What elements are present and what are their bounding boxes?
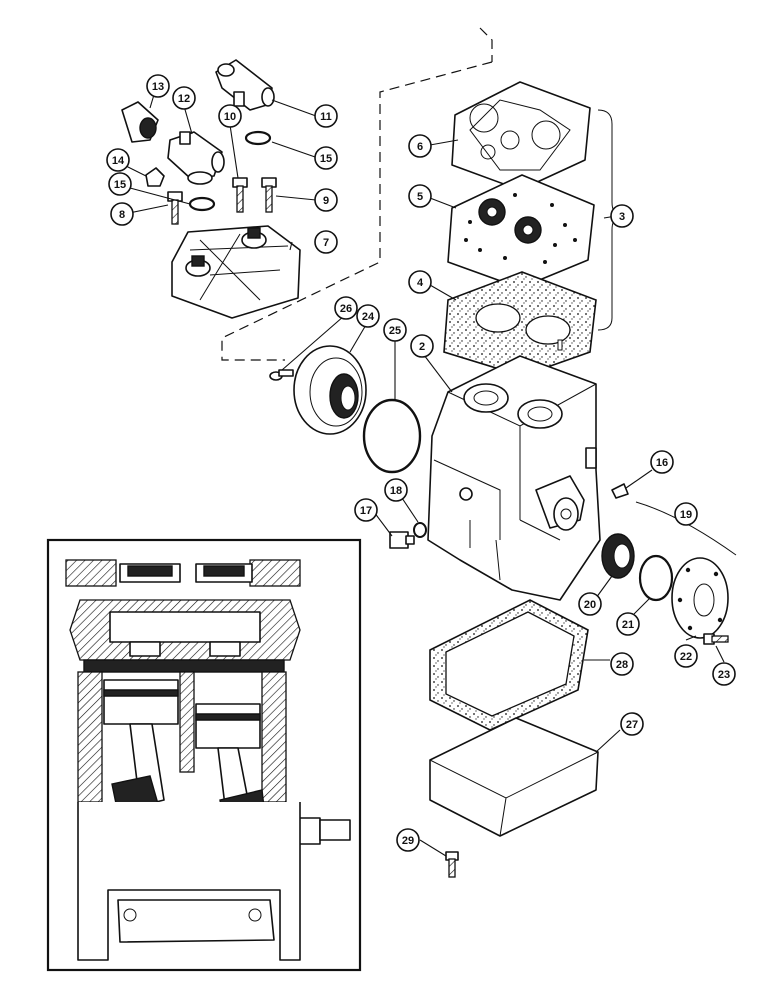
svg-text:19: 19 <box>680 509 692 521</box>
callout-5: 5 <box>408 184 432 208</box>
svg-text:24: 24 <box>362 311 375 323</box>
svg-text:16: 16 <box>656 457 668 469</box>
callout-8: 8 <box>110 202 134 226</box>
bolt-8 <box>167 191 183 225</box>
callout-24: 24 <box>356 304 380 328</box>
svg-text:7: 7 <box>323 237 329 249</box>
svg-text:23: 23 <box>718 669 730 681</box>
callout-2: 2 <box>410 334 434 358</box>
callout-16: 16 <box>650 450 674 474</box>
o-ring-15-upper <box>244 130 272 146</box>
callout-21: 21 <box>616 612 640 636</box>
svg-text:13: 13 <box>152 81 164 93</box>
svg-text:6: 6 <box>417 141 423 153</box>
callout-15-lower: 15 <box>108 172 132 196</box>
callout-26: 26 <box>334 296 358 320</box>
svg-text:8: 8 <box>119 209 125 221</box>
adapter-13 <box>121 101 159 143</box>
screw-26 <box>269 369 294 381</box>
svg-text:2: 2 <box>419 341 425 353</box>
service-valve-11 <box>215 59 275 111</box>
callout-19: 19 <box>674 502 698 526</box>
shaft-seal-20 <box>601 533 635 579</box>
callout-numbers: 2 3 4 5 6 7 8 9 10 11 12 13 14 15 15 16 … <box>106 74 736 852</box>
screw-23 <box>703 633 729 645</box>
svg-text:17: 17 <box>360 505 372 517</box>
callout-27: 27 <box>620 712 644 736</box>
svg-text:26: 26 <box>340 303 352 315</box>
svg-text:4: 4 <box>417 277 424 289</box>
bolt-10 <box>232 177 248 213</box>
callout-20: 20 <box>578 592 602 616</box>
callout-25: 25 <box>383 318 407 342</box>
callout-13: 13 <box>146 74 170 98</box>
svg-text:22: 22 <box>680 651 692 663</box>
callout-3: 3 <box>610 204 634 228</box>
callout-6: 6 <box>408 134 432 158</box>
svg-text:27: 27 <box>626 719 638 731</box>
leader-lines <box>123 87 725 857</box>
compressor-body-2 <box>427 355 601 601</box>
svg-text:15: 15 <box>320 153 332 165</box>
callout-17: 17 <box>354 498 378 522</box>
svg-text:29: 29 <box>402 835 414 847</box>
svg-text:18: 18 <box>390 485 402 497</box>
callout-15-upper: 15 <box>314 146 338 170</box>
svg-text:5: 5 <box>417 191 423 203</box>
svg-text:20: 20 <box>584 599 596 611</box>
svg-text:3: 3 <box>619 211 625 223</box>
svg-text:28: 28 <box>616 659 628 671</box>
bolt-9 <box>261 177 277 213</box>
front-plate-24 <box>293 345 367 435</box>
assembly-dashed-outline <box>221 27 493 361</box>
o-ring-25 <box>362 398 422 474</box>
callout-29: 29 <box>396 828 420 852</box>
key-16 <box>611 483 629 499</box>
seal-plate-22 <box>671 557 729 639</box>
callout-9: 9 <box>314 188 338 212</box>
svg-text:25: 25 <box>389 325 401 337</box>
plug-17 <box>389 531 415 549</box>
cap-14 <box>145 167 165 187</box>
callout-7: 7 <box>314 230 338 254</box>
svg-text:12: 12 <box>178 93 190 105</box>
cutaway-inset <box>46 538 362 972</box>
gasket-6 <box>451 81 591 191</box>
svg-text:10: 10 <box>224 111 236 123</box>
callout-14: 14 <box>106 148 130 172</box>
screw-29 <box>445 851 459 878</box>
gasket-4 <box>443 271 597 377</box>
callout-22: 22 <box>674 644 698 668</box>
svg-text:11: 11 <box>320 111 332 123</box>
svg-text:14: 14 <box>112 155 125 167</box>
valve-plate-5 <box>447 174 595 289</box>
gasket-28 <box>429 599 589 731</box>
callout-4: 4 <box>408 270 432 294</box>
svg-text:15: 15 <box>114 179 126 191</box>
callout-11: 11 <box>314 104 338 128</box>
o-ring-18 <box>413 522 427 538</box>
callout-10: 10 <box>218 104 242 128</box>
o-ring-15-lower <box>188 196 216 212</box>
service-valve-12 <box>167 131 225 185</box>
callout-12: 12 <box>172 86 196 110</box>
o-ring-21 <box>638 554 674 602</box>
callout-28: 28 <box>610 652 634 676</box>
callout-23: 23 <box>712 662 736 686</box>
cylinder-head-7 <box>171 225 301 319</box>
svg-text:21: 21 <box>622 619 634 631</box>
callout-18: 18 <box>384 478 408 502</box>
svg-text:9: 9 <box>323 195 329 207</box>
